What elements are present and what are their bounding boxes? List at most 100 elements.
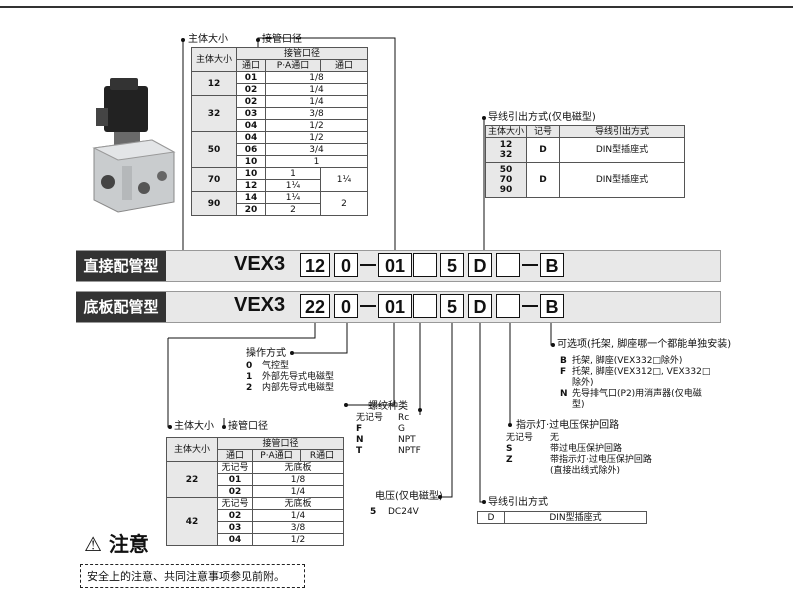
cell-pa: 1/4: [265, 83, 368, 96]
thread-desc: NPT: [398, 435, 416, 445]
cell-port: 10: [236, 155, 266, 168]
cell-pa: 1: [265, 167, 321, 180]
table-row: 12 01 1/8: [191, 71, 368, 96]
code-dash: [522, 305, 538, 307]
table-row: 04 1/2: [167, 533, 344, 546]
warning-triangle-icon: ⚠: [84, 532, 102, 556]
option-code: F: [560, 367, 567, 377]
caution-heading: ⚠ 注意: [84, 528, 149, 557]
wiring2-table: D DIN型插座式: [477, 511, 647, 524]
operation-title: 操作方式: [246, 348, 286, 359]
valve-product-image: [92, 78, 176, 213]
cell-code: D: [526, 137, 561, 163]
th-pa-port: P·A通口: [265, 59, 321, 72]
indicator-code: Z: [506, 455, 513, 465]
th-pa-port: P·A通口: [252, 449, 301, 462]
cell-pa: 3/8: [252, 521, 344, 534]
cell-port: 04: [236, 119, 266, 132]
indicator-desc: 带过电压保护回路: [550, 444, 623, 454]
cell-pa: 1: [265, 155, 368, 168]
thread-code: N: [356, 435, 364, 445]
thread-code: 无记号: [356, 413, 384, 423]
code-wire: D: [468, 294, 492, 318]
model-prefix: VEX3: [234, 294, 286, 316]
table-row: 03 3/8: [167, 521, 344, 534]
table-row: 01 1/8: [167, 473, 344, 486]
table-row: 50 04 1/2: [191, 131, 368, 168]
cell-size: 50 70 90: [484, 162, 528, 198]
cell-pa: 1/2: [252, 533, 344, 546]
cell-pa: 2: [265, 203, 321, 216]
th-port-size: 接管口径: [236, 47, 368, 60]
bottom-port-table: 主体大小 接管口径 通口 P·A通口 R通口 22 无记号 无底板 01 1/8…: [166, 437, 344, 546]
cell-port: 10: [236, 167, 266, 180]
thread-desc: NPTF: [398, 446, 421, 456]
cell-size: 12: [191, 71, 237, 96]
cell-desc: DIN型插座式: [559, 162, 685, 198]
cell-size: 22: [166, 461, 218, 498]
cell-size: 70: [191, 167, 237, 192]
operation-desc: 气控型: [262, 361, 290, 371]
code-port: 01: [378, 294, 412, 318]
thread-code: F: [356, 424, 363, 434]
cell-port: 04: [236, 131, 266, 144]
th-port-size: 接管口径: [217, 437, 344, 450]
table-row: 12 32 D DIN型插座式: [484, 137, 685, 163]
cell-port: 无记号: [217, 497, 253, 510]
th-wiring-code: 记号: [526, 125, 561, 138]
cell-pa: 1¼: [265, 179, 321, 192]
code-operation: 0: [334, 253, 358, 277]
cell-port: 02: [236, 95, 266, 108]
cell-pa: 1/2: [265, 131, 368, 144]
code-thread: [413, 253, 437, 277]
indicator-code: S: [506, 444, 513, 454]
cell-port: 01: [236, 71, 266, 84]
cell-pa: 3/8: [265, 107, 368, 120]
cell-size: 12 32: [484, 137, 528, 163]
cell-pa: 1/2: [265, 119, 368, 132]
table-row: 50 70 90 D DIN型插座式: [484, 162, 685, 198]
table-row: D DIN型插座式: [477, 511, 647, 524]
code-dash: [360, 305, 376, 307]
operation-desc: 内部先导式电磁型: [262, 383, 335, 393]
th-r-port: R通口: [300, 449, 344, 462]
code-light: [496, 294, 520, 318]
code-light: [496, 253, 520, 277]
indicator-desc: 无: [550, 433, 560, 443]
cell-other: 1¼: [320, 167, 368, 192]
operation-desc: 外部先导式电磁型: [262, 372, 335, 382]
th-port: 通口: [217, 449, 253, 462]
cell-port: 12: [236, 179, 266, 192]
cell-port: 06: [236, 143, 266, 156]
cell-other: 2: [320, 191, 368, 216]
table-row: 20 2: [192, 203, 368, 216]
code-voltage: 5: [440, 294, 464, 318]
table-row: 70 10 1 1¼: [191, 167, 368, 192]
cell-pa: 1/4: [252, 485, 344, 498]
wiring-title: 导线引出方式(仅电磁型): [488, 112, 596, 123]
voltage-desc: DC24V: [388, 507, 419, 517]
top-port-size-label: 接管口径: [262, 34, 302, 45]
code-thread: [413, 294, 437, 318]
code-option: B: [540, 294, 564, 318]
indicator-code: 无记号: [506, 433, 534, 443]
cell-desc: DIN型插座式: [504, 511, 647, 524]
cell-size: 42: [166, 497, 218, 546]
cell-size: 90: [191, 191, 237, 216]
bottom-port-size-label: 接管口径: [228, 421, 268, 432]
table-row: 90 14 1¼ 2: [191, 191, 368, 216]
code-port: 01: [378, 253, 412, 277]
cell-pa: 1¼: [265, 191, 321, 204]
model-prefix: VEX3: [234, 253, 286, 275]
thread-desc: G: [398, 424, 405, 434]
thread-title: 螺纹种类: [368, 401, 408, 412]
table-row: 42 无记号 无底板: [166, 497, 344, 546]
table-row: 32 02 1/4: [191, 95, 368, 132]
wiring-table: 主体大小 记号 导线引出方式 12 32 D DIN型插座式 50 70 90 …: [484, 125, 685, 198]
cell-pa: 无底板: [252, 497, 344, 510]
cell-pa: 1/8: [252, 473, 344, 486]
operation-code: 1: [246, 372, 253, 382]
indicator-note: (直接出线式除外): [550, 466, 621, 476]
cell-port: 03: [236, 107, 266, 120]
